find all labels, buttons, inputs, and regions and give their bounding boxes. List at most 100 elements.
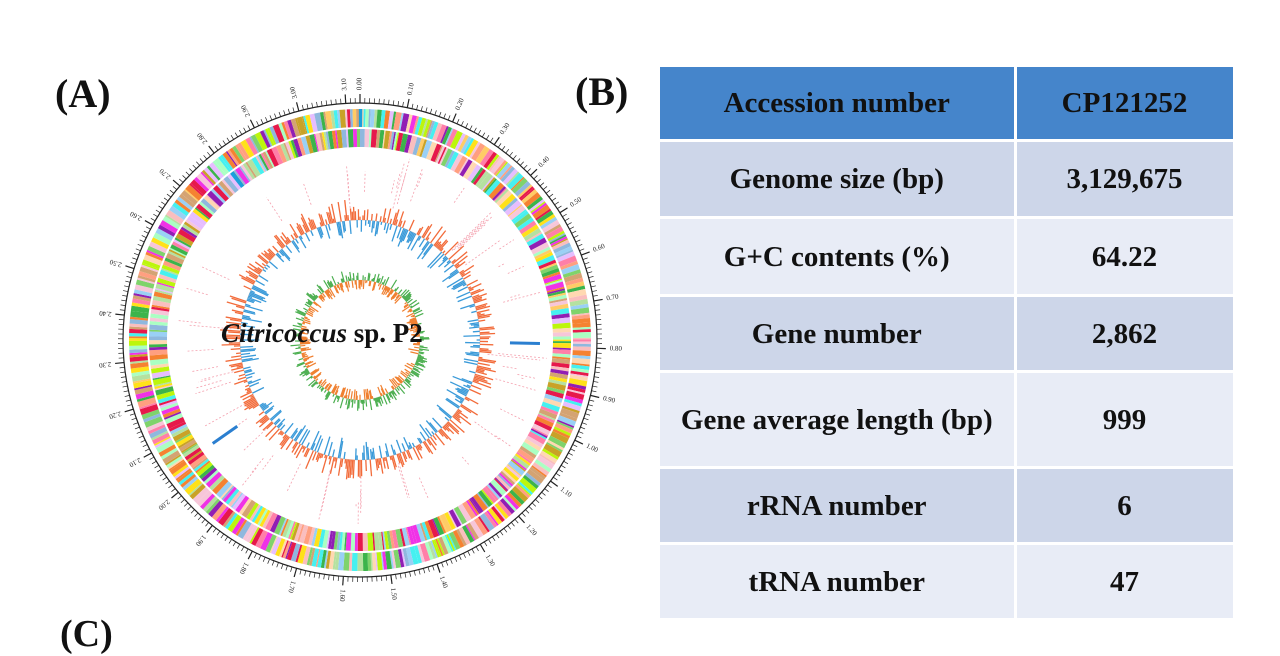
scale-tick	[161, 202, 165, 205]
gc-skew-bar	[328, 442, 332, 456]
gc-skew-bar	[386, 457, 389, 469]
gc-skew-bar	[372, 452, 373, 460]
scale-tick	[122, 295, 127, 296]
scale-tick	[502, 146, 505, 150]
scale-tick	[587, 409, 592, 410]
gc-skew-bar	[433, 418, 442, 428]
gc-content-bar	[299, 359, 303, 360]
gc-skew-bar	[469, 327, 479, 328]
scale-tick-label: 1.40	[438, 575, 450, 590]
scale-tick	[305, 571, 306, 576]
scale-tick	[468, 551, 470, 555]
cds-segment	[553, 340, 571, 342]
gc-skew-bar	[404, 437, 409, 449]
scale-tick	[314, 573, 315, 578]
scale-tick	[480, 544, 485, 552]
gc-content-bar	[374, 398, 375, 400]
cds-segment	[129, 341, 147, 346]
scale-tick	[133, 423, 138, 425]
scale-tick	[594, 299, 603, 300]
scale-tick	[125, 266, 134, 269]
rna-mark	[462, 457, 469, 464]
scale-tick	[500, 531, 503, 535]
scale-tick	[560, 208, 568, 213]
scale-tick-label: 2.50	[108, 257, 123, 268]
gc-content-bar	[379, 278, 381, 283]
scale-tick	[524, 165, 527, 169]
scale-tick	[191, 510, 194, 514]
rna-mark	[188, 349, 214, 351]
rna-mark	[521, 378, 524, 379]
gc-skew-bar	[426, 428, 432, 436]
scale-tick	[511, 522, 514, 526]
scale-tick-label: 0.40	[537, 154, 552, 169]
scale-tick-label: 0.80	[610, 344, 623, 352]
scale-tick	[527, 168, 531, 172]
scale-tick	[577, 436, 582, 438]
gc-skew-bar	[390, 219, 391, 224]
scale-tick	[153, 214, 157, 217]
gc-skew-bar	[397, 440, 402, 453]
gc-content-bar	[397, 387, 399, 390]
table-row: rRNA number 6	[660, 468, 1234, 544]
scale-tick	[268, 559, 270, 564]
rna-mark	[517, 374, 535, 378]
scale-tick	[472, 549, 474, 553]
gc-skew-bar	[266, 426, 277, 437]
scale-tick-label: 2.00	[156, 498, 171, 512]
gc-content-bar	[356, 280, 357, 289]
scale-tick	[248, 551, 252, 559]
gc-content-bar	[415, 313, 423, 316]
genome-map-title: Citricoccus sp. P2	[221, 318, 423, 349]
scale-tick	[171, 492, 178, 498]
gc-skew-bar	[453, 376, 472, 383]
scale-tick	[132, 258, 137, 260]
scale-tick	[437, 564, 440, 573]
gc-content-bar	[340, 398, 343, 409]
cds-segment	[149, 331, 167, 336]
scale-tick	[435, 110, 437, 115]
gc-skew-bar	[387, 209, 390, 224]
scale-tick	[142, 235, 147, 237]
table-cell-label: Gene average length (bp)	[660, 372, 1015, 468]
scale-tick	[219, 143, 222, 147]
table-cell-value: 2,862	[1015, 296, 1234, 372]
gc-content-bar	[314, 302, 321, 308]
scale-tick	[388, 100, 389, 105]
scale-tick	[126, 400, 131, 401]
scale-tick	[455, 557, 457, 562]
scale-tick	[125, 409, 134, 412]
scale-tick	[166, 481, 170, 484]
gc-skew-bar	[402, 443, 405, 451]
scale-tick	[125, 281, 130, 282]
table-header-row: Accession number CP121252	[660, 67, 1234, 141]
scale-tick	[297, 102, 299, 111]
cds-segment	[553, 343, 571, 348]
scale-tick	[430, 109, 431, 114]
scale-tick	[193, 165, 196, 169]
rna-mark	[242, 468, 256, 485]
scale-tick	[250, 120, 254, 128]
gc-content-bar	[303, 308, 307, 310]
scale-tick	[317, 102, 318, 107]
gc-skew-bar	[461, 405, 477, 416]
scale-tick	[572, 231, 576, 233]
scale-tick	[428, 567, 429, 572]
scale-tick	[134, 253, 139, 255]
scale-tick	[225, 537, 228, 541]
scale-tick	[550, 481, 557, 486]
gc-skew-bar	[306, 233, 310, 241]
scale-tick	[581, 252, 589, 255]
gc-skew-bar	[243, 367, 250, 369]
scale-tick	[167, 194, 171, 197]
table-row: Gene average length (bp) 999	[660, 372, 1234, 468]
gc-content-bar	[385, 277, 389, 285]
scale-tick	[552, 198, 556, 201]
scale-tick	[207, 152, 210, 156]
scale-tick	[559, 469, 563, 472]
cds-segment	[363, 533, 368, 551]
gc-skew-bar	[338, 202, 341, 221]
scale-tick	[595, 310, 600, 311]
scale-tick	[336, 99, 337, 104]
scale-tick	[589, 400, 594, 401]
